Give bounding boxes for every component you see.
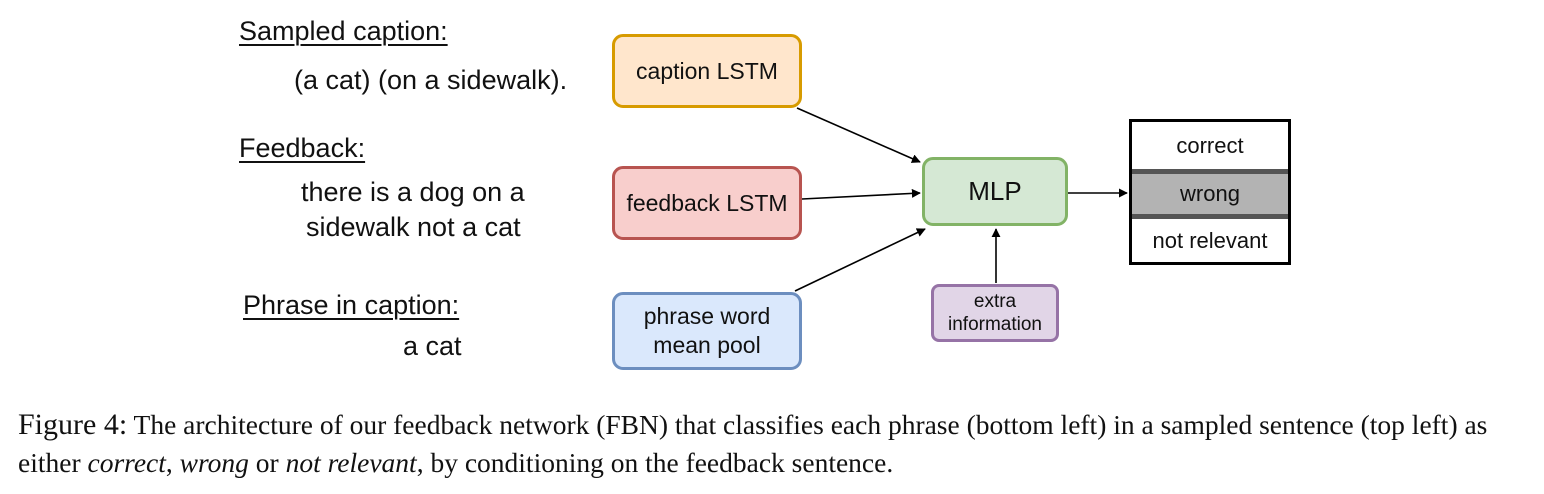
caption-sep1: , (165, 447, 180, 478)
caption-lstm-node: caption LSTM (612, 34, 802, 108)
mlp-node: MLP (922, 157, 1068, 226)
feedback-heading: Feedback: (239, 133, 366, 163)
extra-information-label: extra information (948, 291, 1042, 335)
output-wrong: wrong (1132, 169, 1288, 219)
output-correct: correct (1176, 132, 1244, 158)
figure-label: Figure 4: (18, 408, 128, 441)
caption-option-not-relevant: not relevant (285, 447, 417, 478)
figure-caption: Figure 4: The architecture of our feedba… (18, 406, 1533, 482)
caption-option-wrong: wrong (179, 447, 249, 478)
feedback-lstm-label: feedback LSTM (626, 189, 788, 216)
phrase-mean-pool-label: phrase word mean pool (643, 303, 771, 358)
caption-text-a: The architecture of our feedback network… (18, 409, 1488, 478)
output-not-relevant: not relevant (1152, 227, 1268, 253)
arrow-caption-to-mlp (796, 107, 921, 163)
phrase-mean-pool-node: phrase word mean pool (612, 292, 802, 370)
caption-text-b: , by conditioning on the feedback senten… (416, 447, 894, 478)
arrow-feedback-to-mlp (801, 188, 921, 200)
feedback-text-line1: there is a dog on a (301, 177, 525, 207)
feedback-text-line2: sidewalk not a cat (306, 212, 521, 242)
feedback-lstm-node: feedback LSTM (612, 166, 802, 240)
caption-option-correct: correct (87, 447, 166, 478)
mlp-label: MLP (968, 176, 1022, 206)
output-classes-table: correct wrong not relevant (1129, 119, 1291, 265)
caption-lstm-label: caption LSTM (636, 57, 778, 84)
caption-sep2: or (248, 447, 286, 478)
extra-information-node: extra information (931, 284, 1059, 342)
arrow-phrase-to-mlp (794, 228, 926, 292)
phrase-text: a cat (403, 331, 462, 361)
phrase-heading: Phrase in caption: (243, 290, 460, 320)
sampled-caption-heading: Sampled caption: (239, 16, 448, 46)
sampled-caption-text: (a cat) (on a sidewalk). (294, 65, 568, 95)
